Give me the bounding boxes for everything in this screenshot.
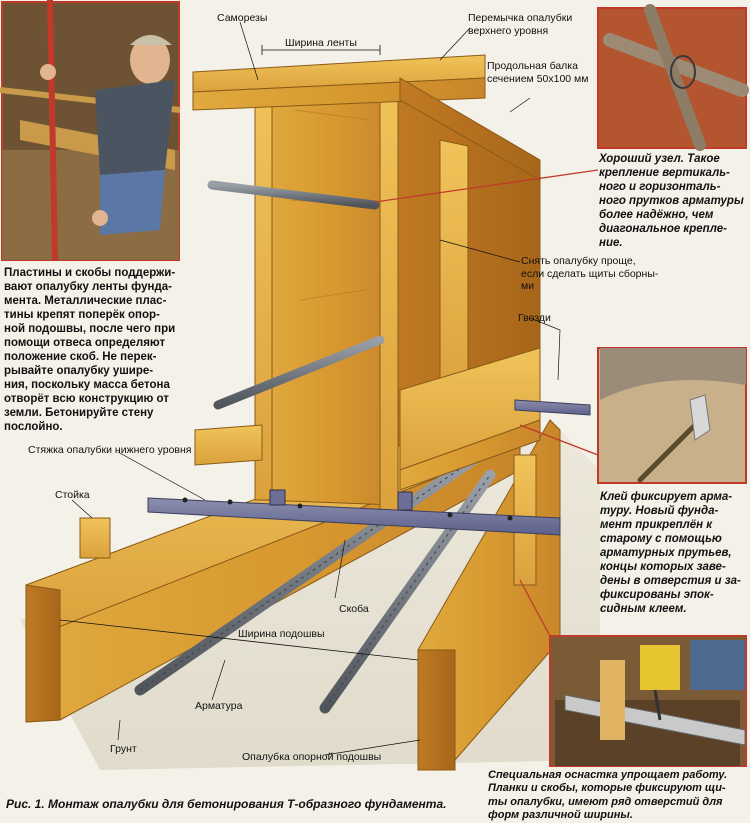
label-long-beam: Продольная балка сечением 50х100 мм bbox=[487, 60, 589, 85]
label-post: Стойка bbox=[55, 489, 90, 501]
label-remove-easier: Снять опалубку проще, если сделать щиты … bbox=[521, 255, 659, 293]
pointer-lines bbox=[374, 169, 599, 637]
caption-left: Пластины и скобы поддержи- вают опалубку… bbox=[4, 267, 176, 434]
lower-tie bbox=[147, 399, 591, 536]
wall-rebar bbox=[207, 146, 385, 579]
lower-beams bbox=[194, 347, 541, 491]
leader-lines bbox=[71, 21, 561, 756]
label-screws: Саморезы bbox=[217, 12, 268, 24]
label-lower-tie: Стяжка опалубки нижнего уровня bbox=[28, 444, 192, 456]
label-top-jumper: Перемычка опалубки верхнего уровня bbox=[468, 12, 573, 37]
wall-panel-front bbox=[254, 74, 399, 511]
brackets bbox=[269, 489, 413, 511]
photo-glue bbox=[597, 347, 747, 484]
top-beam bbox=[192, 54, 541, 181]
label-sole-formwork: Опалубка опорной подошвы bbox=[242, 751, 382, 763]
label-tape-width: Ширина ленты bbox=[285, 37, 357, 49]
dimension-lines bbox=[59, 45, 419, 661]
label-sole-width: Ширина подошвы bbox=[238, 628, 325, 640]
label-soil: Грунт bbox=[110, 743, 137, 755]
photo-knot bbox=[597, 4, 749, 151]
caption-tool: Специальная оснастка упрощает работу. Пл… bbox=[488, 769, 728, 822]
caption-glue: Клей фиксирует арма- туру. Новый фунда- … bbox=[600, 491, 741, 616]
label-rebar: Арматура bbox=[195, 700, 243, 712]
photo-worker bbox=[0, 0, 181, 261]
photo-tool bbox=[549, 635, 747, 767]
caption-knot: Хороший узел. Такое крепление вертикаль-… bbox=[599, 153, 744, 250]
label-nails: Гвозди bbox=[518, 312, 551, 324]
figure-caption: Рис. 1. Монтаж опалубки для бетонировани… bbox=[6, 797, 447, 811]
label-bracket: Скоба bbox=[339, 603, 369, 615]
